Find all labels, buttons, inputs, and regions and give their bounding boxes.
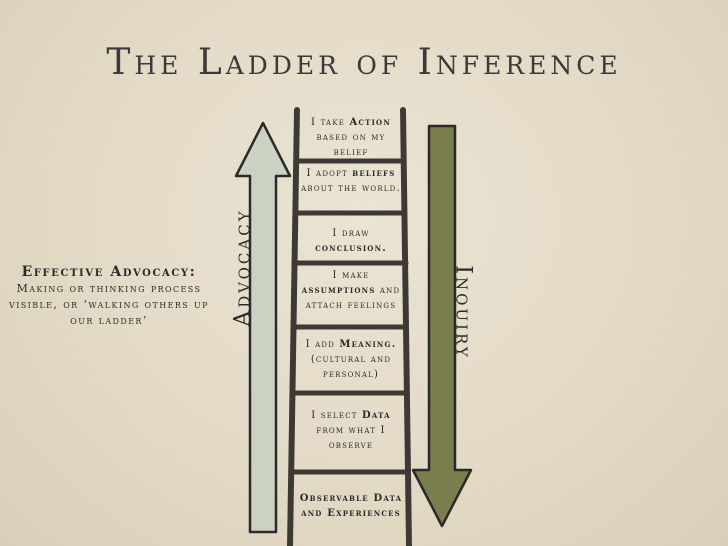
rung-assumptions-post: and attach feelings xyxy=(305,285,401,311)
effective-advocacy-heading: Effective Advocacy: xyxy=(21,264,197,280)
rung-meaning-post: (cultural and personal) xyxy=(310,354,392,380)
rung-beliefs-pre: I adopt xyxy=(306,168,353,179)
effective-advocacy-note: Effective Advocacy: Making or thinking p… xyxy=(6,264,212,329)
rung-conclusion-pre: I draw xyxy=(332,228,370,239)
rung-meaning: I add Meaning. (cultural and personal) xyxy=(298,337,404,382)
rung-data-pre: I select xyxy=(311,410,362,421)
rung-data: I select Data from what I observe xyxy=(298,408,404,453)
rung-action: I take Action based on my belief xyxy=(298,115,404,160)
rung-action-strong: Action xyxy=(349,117,391,128)
rung-conclusion-strong: conclusion. xyxy=(315,243,387,254)
page-title: The Ladder of Inference xyxy=(106,42,622,83)
rung-beliefs: I adopt beliefs about the world. xyxy=(298,166,404,196)
rung-action-post: based on my belief xyxy=(316,132,386,158)
rung-beliefs-post: about the world. xyxy=(301,183,401,194)
rung-data-post: from what I observe xyxy=(316,425,386,451)
rung-observable-data: Observable Data and Experiences xyxy=(298,491,404,521)
rung-assumptions-pre: I make xyxy=(332,270,370,281)
rung-beliefs-strong: beliefs xyxy=(352,168,396,179)
rung-meaning-pre: I add xyxy=(305,339,340,350)
rung-observable-data-strong: Observable Data and Experiences xyxy=(299,493,403,519)
rung-conclusion: I draw conclusion. xyxy=(298,226,404,256)
rung-assumptions: I make assumptions and attach feelings xyxy=(298,268,404,313)
effective-advocacy-description: Making or thinking process visible, or ‘… xyxy=(9,282,209,327)
rung-data-strong: Data xyxy=(362,410,391,421)
advocacy-label: Advocacy xyxy=(230,208,256,327)
rung-assumptions-strong: assumptions xyxy=(301,285,376,296)
rung-meaning-strong: Meaning. xyxy=(339,339,397,350)
advocacy-arrow xyxy=(234,121,292,534)
inquiry-arrow xyxy=(411,124,473,528)
ladder xyxy=(287,107,412,546)
rung-action-pre: I take xyxy=(311,117,350,128)
inquiry-label: Inquiry xyxy=(450,265,476,360)
